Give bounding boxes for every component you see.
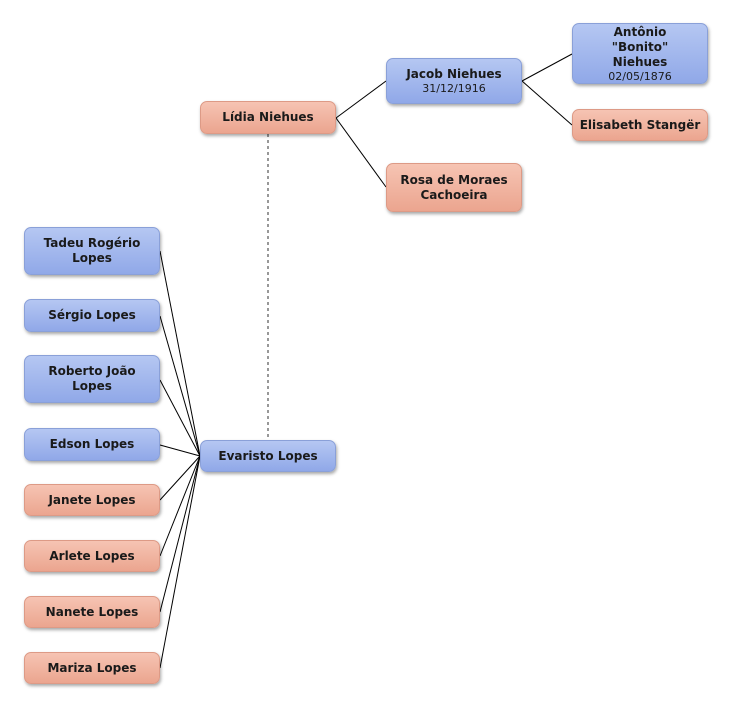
person-date: 02/05/1876 (608, 69, 672, 83)
person-name: Roberto João Lopes (48, 364, 136, 393)
person-evaristo-lopes[interactable]: Evaristo Lopes (200, 440, 336, 472)
person-lidia-niehues[interactable]: Lídia Niehues (200, 101, 336, 134)
person-antonio-niehues[interactable]: Antônio "Bonito" Niehues 02/05/1876 (572, 23, 708, 84)
link-lidia-jacob (335, 80, 387, 119)
person-nanete-lopes[interactable]: Nanete Lopes (24, 596, 160, 628)
link-jacob-elisabeth (521, 80, 573, 126)
person-name: Elisabeth Stangër (579, 117, 701, 132)
person-name: Jacob Niehues (406, 67, 502, 81)
person-rosa-de-moraes-cachoeira[interactable]: Rosa de Moraes Cachoeira (386, 163, 522, 212)
person-date: 31/12/1916 (422, 82, 486, 95)
person-mariza-lopes[interactable]: Mariza Lopes (24, 652, 160, 684)
children-links (159, 250, 201, 669)
link-jacob-antonio (521, 53, 573, 82)
person-janete-lopes[interactable]: Janete Lopes (24, 484, 160, 516)
person-edson-lopes[interactable]: Edson Lopes (24, 428, 160, 461)
person-name: Antônio "Bonito" Niehues (611, 24, 669, 69)
person-arlete-lopes[interactable]: Arlete Lopes (24, 540, 160, 572)
person-name: Janete Lopes (48, 492, 136, 507)
person-sergio-lopes[interactable]: Sérgio Lopes (24, 299, 160, 332)
person-name: Evaristo Lopes (218, 448, 318, 463)
person-name: Edson Lopes (49, 437, 135, 451)
person-name: Arlete Lopes (49, 548, 135, 563)
person-elisabeth-stanger[interactable]: Elisabeth Stangër (572, 109, 708, 141)
person-jacob-niehues[interactable]: Jacob Niehues 31/12/1916 (386, 58, 522, 104)
person-name: Tadeu Rogério Lopes (43, 236, 141, 265)
person-name: Nanete Lopes (45, 604, 139, 619)
person-name: Sérgio Lopes (48, 308, 136, 322)
person-tadeu-rogerio-lopes[interactable]: Tadeu Rogério Lopes (24, 227, 160, 275)
person-name: Mariza Lopes (47, 660, 137, 675)
person-name: Rosa de Moraes Cachoeira (400, 172, 508, 202)
link-lidia-rosa (335, 117, 387, 188)
person-name: Lídia Niehues (222, 110, 314, 124)
person-roberto-joao-lopes[interactable]: Roberto João Lopes (24, 355, 160, 403)
